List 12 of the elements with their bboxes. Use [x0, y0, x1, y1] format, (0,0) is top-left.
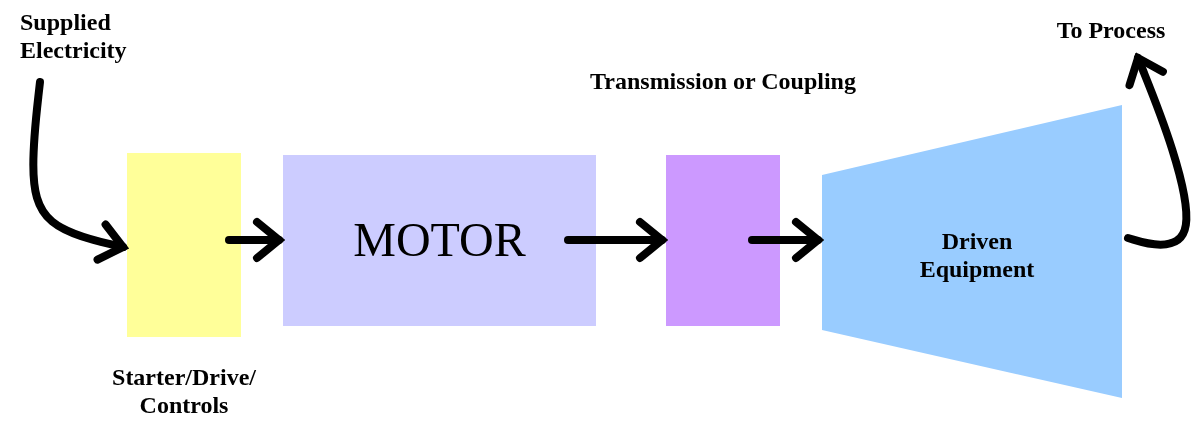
- arrow: [225, 218, 283, 262]
- box-label: Transmission or Coupling: [589, 67, 857, 95]
- arrow: [564, 218, 666, 262]
- arrow: [1124, 54, 1191, 249]
- arrow: [748, 218, 822, 262]
- text-label: To Process: [1055, 16, 1167, 44]
- process-box: [283, 155, 596, 326]
- box-label: MOTOR: [352, 213, 527, 267]
- box-label: Driven Equipment: [918, 227, 1036, 283]
- text-label: Supplied Electricity: [20, 8, 128, 64]
- arrow: [29, 78, 127, 264]
- box-label: Starter/Drive/ Controls: [111, 363, 257, 419]
